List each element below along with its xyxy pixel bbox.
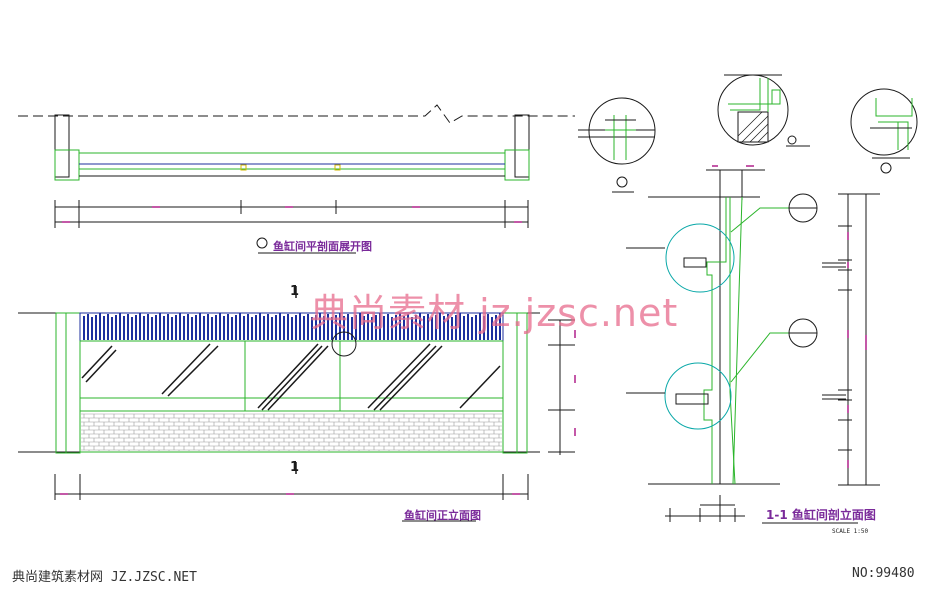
plan-column-right-base — [504, 149, 530, 181]
section-cut-mark-bottom: 1 — [290, 460, 300, 475]
plan-post-marker-1 — [240, 164, 247, 171]
glass-reflections — [81, 343, 501, 411]
section-profile-green — [703, 197, 727, 484]
elevation-glass-area — [79, 340, 504, 412]
section-view — [626, 165, 880, 524]
front-elevation-title: 鱼缸间正立面图 — [404, 509, 481, 522]
plan-wall-dashed-line — [18, 104, 575, 124]
section-detail-circle-lower — [664, 362, 732, 430]
front-elevation — [18, 286, 576, 522]
section-title: 1-1 鱼缸间剖立面图 — [766, 508, 876, 522]
detail-circle-a — [588, 97, 656, 165]
plan-column-left-base — [54, 149, 80, 181]
elevation-detail-circle — [331, 331, 357, 357]
plan-post-marker-2 — [334, 164, 341, 171]
plan-column-left — [54, 114, 70, 178]
detail-circle-c — [850, 88, 918, 156]
footer-site-name: 典尚建筑素材网 JZ.JZSC.NET — [12, 570, 197, 585]
elevation-brick-base — [79, 410, 504, 453]
elevation-frame-left — [55, 312, 67, 454]
watermark-text: 典尚素材 jz.jzsc.net — [310, 291, 679, 335]
section-detail-circle-upper — [665, 223, 735, 293]
detail-circles — [578, 74, 918, 193]
scale-note: SCALE 1:50 — [832, 528, 869, 535]
footer-drawing-number: NO:99480 — [852, 566, 915, 581]
plan-title: 鱼缸间平剖面展开图 — [273, 240, 372, 253]
plan-view — [18, 104, 575, 254]
plan-title-marker — [256, 237, 268, 249]
plan-column-right — [514, 114, 530, 178]
section-cut-mark-top: 1 — [290, 284, 300, 299]
cad-drawing — [18, 74, 918, 524]
